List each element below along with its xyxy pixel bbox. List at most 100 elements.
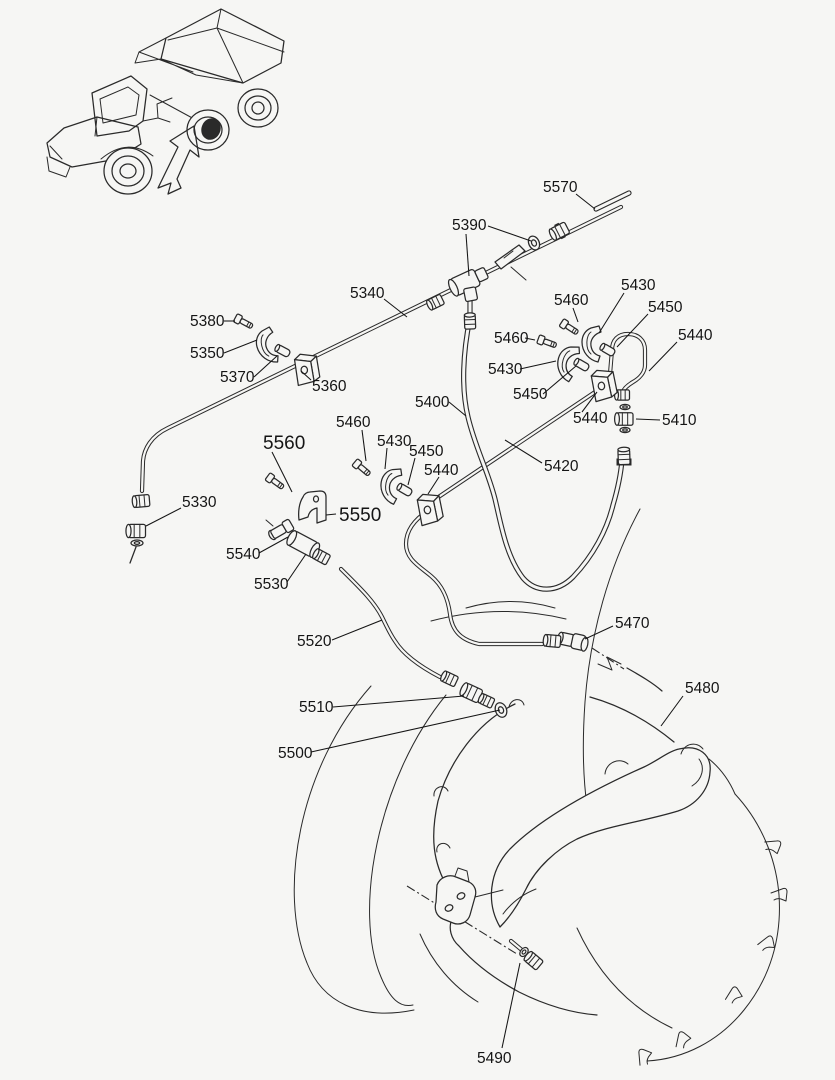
leader-line	[384, 447, 388, 470]
leader-line	[465, 233, 470, 277]
leader-line	[286, 553, 307, 583]
union-body-5530	[286, 530, 321, 559]
ring	[130, 539, 144, 547]
washer-5390	[527, 235, 541, 251]
part-label-5330: 5330	[182, 494, 217, 511]
part-label-5440: 5440	[678, 327, 713, 344]
leader-line	[361, 429, 367, 462]
part-label-5420: 5420	[544, 458, 579, 475]
tire-tread-lug	[675, 1031, 692, 1049]
leader-line	[332, 695, 465, 708]
clip-bracket-5550	[298, 490, 327, 524]
part-label-5560: 5560	[263, 433, 305, 454]
leader-line	[383, 298, 408, 318]
leader-line	[524, 337, 536, 341]
leader-line	[300, 370, 312, 381]
part-label-5350: 5350	[190, 345, 225, 362]
ring	[619, 426, 631, 434]
hardware-stamps	[125, 221, 788, 1066]
leader-line	[584, 625, 614, 640]
bracket-plate	[494, 244, 526, 270]
part-label-5480: 5480	[685, 680, 720, 697]
washer	[519, 946, 529, 958]
flare-nut	[426, 293, 445, 311]
tire-tread-lug	[638, 1048, 653, 1066]
part-label-5440: 5440	[424, 462, 459, 479]
flare-nut	[440, 670, 459, 687]
tire-tread-lug	[770, 887, 788, 902]
spacer-sleeve	[573, 357, 590, 372]
leader-line	[660, 695, 684, 727]
washer-5500	[494, 702, 508, 718]
bolt-5460	[351, 458, 371, 477]
part-label-5360: 5360	[312, 378, 347, 395]
part-label-5440: 5440	[573, 410, 608, 427]
part-label-5460: 5460	[336, 414, 371, 431]
part-label-5370: 5370	[220, 369, 255, 386]
part-label-5410: 5410	[662, 412, 697, 429]
part-label-5530: 5530	[254, 576, 289, 593]
bolt-5460	[558, 318, 579, 335]
part-label-5430: 5430	[377, 433, 412, 450]
leader-line	[325, 513, 337, 516]
leader-line	[575, 193, 596, 210]
pipe-clamp	[581, 325, 602, 363]
leader-line	[310, 709, 501, 753]
clamp-block-5440	[416, 493, 444, 527]
elbow-fitting-5390	[447, 267, 489, 303]
spacer-sleeve	[599, 342, 616, 357]
flare-nut	[312, 548, 331, 566]
part-label-5460: 5460	[494, 330, 529, 347]
fitting-5330	[125, 523, 147, 539]
part-label-5460: 5460	[554, 292, 589, 309]
union-5510	[477, 692, 496, 709]
leader-line	[501, 962, 521, 1049]
leader-line	[572, 307, 579, 323]
part-label-5450: 5450	[513, 386, 548, 403]
leader-line	[271, 451, 293, 493]
leader-line	[581, 391, 598, 413]
leader-line	[648, 341, 678, 372]
pipe-clamp	[557, 346, 581, 383]
leader-line	[331, 619, 383, 641]
leader-line	[542, 365, 577, 395]
ring	[619, 403, 631, 411]
tire-tread-lug	[757, 935, 776, 951]
clamp-block-5440	[590, 369, 618, 403]
axle-housing-and-tire	[293, 508, 780, 1062]
pin-5560	[264, 472, 285, 490]
flare-nut	[131, 494, 151, 509]
part-label-5430: 5430	[621, 277, 656, 294]
part-label-5520: 5520	[297, 633, 332, 650]
fitting-5410	[613, 412, 634, 426]
fittings	[265, 222, 632, 652]
part-label-5400: 5400	[415, 394, 450, 411]
leader-line	[427, 476, 440, 495]
part-label-5470: 5470	[615, 615, 650, 632]
leader-line	[258, 536, 289, 554]
leader-line	[504, 439, 543, 464]
part-label-5450: 5450	[648, 299, 683, 316]
pipe-clamp	[380, 468, 403, 505]
elbow-fitting-5540	[268, 518, 295, 541]
leader-line	[635, 418, 661, 421]
part-label-5550: 5550	[339, 505, 381, 526]
leader-line	[253, 355, 278, 378]
part-label-5490: 5490	[477, 1050, 512, 1067]
part-label-5390: 5390	[452, 217, 487, 234]
axle-arm	[490, 747, 711, 928]
sensor-bracket	[434, 875, 477, 925]
tire-tread-lug	[764, 840, 782, 855]
part-label-5450: 5450	[409, 443, 444, 460]
pipe-clamp	[255, 326, 279, 363]
spacer-sleeve	[274, 343, 291, 358]
leader-line	[223, 339, 258, 354]
part-label-5430: 5430	[488, 361, 523, 378]
flare-nut	[463, 312, 477, 330]
part-label-5380: 5380	[190, 313, 225, 330]
part-label-5570: 5570	[543, 179, 578, 196]
leader-line	[487, 225, 532, 242]
truck-locator-inset	[46, 8, 285, 195]
